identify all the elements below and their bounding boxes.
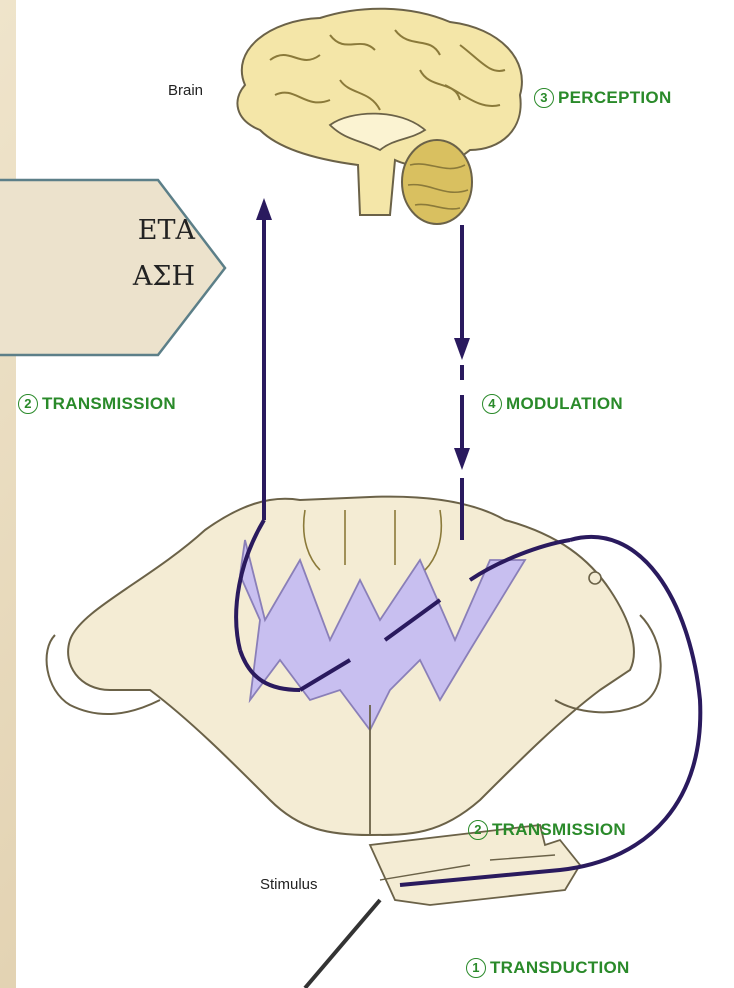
callout-line-1: ΕΤΑ bbox=[0, 208, 195, 254]
transmission-left-number: 2 bbox=[18, 394, 38, 414]
perception-number: 3 bbox=[534, 88, 554, 108]
brain-illustration bbox=[237, 9, 521, 224]
descending-pathway bbox=[454, 225, 470, 540]
stimulus-probe bbox=[305, 900, 380, 988]
callout-line-2: ΑΣΗ bbox=[0, 254, 195, 300]
stimulus-label: Stimulus bbox=[260, 876, 318, 893]
modulation-number: 4 bbox=[482, 394, 502, 414]
transduction-number: 1 bbox=[466, 958, 486, 978]
modulation-text: MODULATION bbox=[506, 394, 623, 413]
transmission-right-number: 2 bbox=[468, 820, 488, 840]
transmission-left-text: TRANSMISSION bbox=[42, 394, 176, 413]
spinal-cord-section bbox=[47, 497, 661, 835]
transduction-text: TRANSDUCTION bbox=[490, 958, 630, 977]
perception-text: PERCEPTION bbox=[558, 88, 672, 107]
transmission-right-text: TRANSMISSION bbox=[492, 820, 626, 839]
brain-label: Brain bbox=[168, 82, 203, 99]
callout-text: ΕΤΑ ΑΣΗ bbox=[0, 208, 215, 300]
